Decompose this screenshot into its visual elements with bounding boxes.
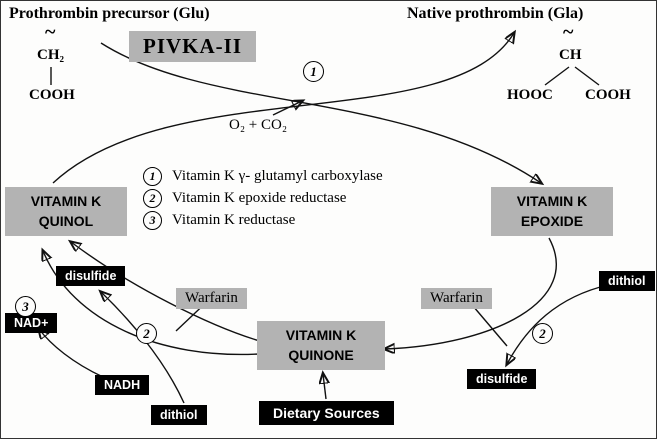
bond-right-a: [544, 66, 570, 86]
dietary-sources-box: Dietary Sources: [259, 401, 394, 425]
warfarin-right-label: Warfarin: [421, 288, 492, 309]
quinol-line1: VITAMIN K: [30, 193, 102, 209]
chem-right-hooc: HOOC: [507, 87, 553, 103]
quinone-line2: QUINONE: [288, 346, 354, 363]
legend-item-1: 1 Vitamin K γ- glutamyl carboxylase: [143, 167, 383, 186]
epoxide-line1: VITAMIN K: [516, 193, 588, 209]
pivka-ii-label: PIVKA-II: [129, 31, 257, 62]
legend-item-3: 3 Vitamin K reductase: [143, 211, 383, 230]
arrow-dithiol-right-to-disulfide-right: [507, 284, 609, 364]
node-vitamin-k-quinol: VITAMIN K QUINOL: [5, 187, 127, 237]
epoxide-line2: EPOXIDE: [520, 212, 584, 229]
arrow-gases-input: [272, 101, 302, 116]
warfarin-right-strike: [472, 305, 508, 347]
circled-step-2-left: 2: [136, 323, 157, 344]
title-native-prothrombin: Native prothrombin (Gla): [407, 5, 584, 22]
circled-step-2-right: 2: [532, 323, 553, 344]
quinone-line1: VITAMIN K: [285, 327, 357, 343]
enzyme-legend: 1 Vitamin K γ- glutamyl carboxylase 2 Vi…: [143, 167, 383, 230]
disulfide-right-box: disulfide: [467, 369, 537, 389]
chem-left-group: CH₂: [37, 47, 64, 63]
circled-step-1: 1: [303, 61, 324, 82]
nadh-box: NADH: [95, 375, 150, 395]
dithiol-right-box: dithiol: [599, 271, 655, 291]
warfarin-left-label: Warfarin: [176, 288, 247, 309]
arrow-dietary-to-quinone: [323, 374, 326, 400]
nad-box: NAD+: [5, 313, 58, 333]
arrow-nadh-to-nad: [39, 329, 104, 378]
chem-left-tilde: ~: [45, 21, 56, 43]
dithiol-left-box: dithiol: [151, 405, 207, 425]
chem-right-tilde: ~: [563, 21, 574, 43]
chem-right-cooh: COOH: [585, 87, 631, 103]
node-vitamin-k-epoxide: VITAMIN K EPOXIDE: [491, 187, 613, 237]
legend-label-2: Vitamin K epoxide reductase: [172, 190, 347, 206]
legend-circled-2: 2: [143, 189, 162, 208]
arrow-quinol-to-native: [52, 33, 514, 184]
chem-right-group: CH: [559, 47, 582, 63]
quinol-line2: QUINOL: [38, 212, 94, 229]
legend-circled-1: 1: [143, 167, 162, 186]
legend-item-2: 2 Vitamin K epoxide reductase: [143, 189, 383, 208]
disulfide-left-box: disulfide: [56, 266, 126, 286]
legend-label-3: Vitamin K reductase: [172, 212, 296, 228]
title-prothrombin-precursor: Prothrombin precursor (Glu): [9, 5, 210, 22]
bond-right-b: [574, 66, 600, 86]
legend-label-1: Vitamin K γ- glutamyl carboxylase: [172, 168, 383, 184]
circled-step-3: 3: [15, 296, 36, 317]
legend-circled-3: 3: [143, 211, 162, 230]
gases-label: O₂ + CO₂: [229, 117, 288, 133]
chem-left-cooh: COOH: [29, 87, 75, 103]
node-vitamin-k-quinone: VITAMIN K QUINONE: [257, 321, 385, 371]
